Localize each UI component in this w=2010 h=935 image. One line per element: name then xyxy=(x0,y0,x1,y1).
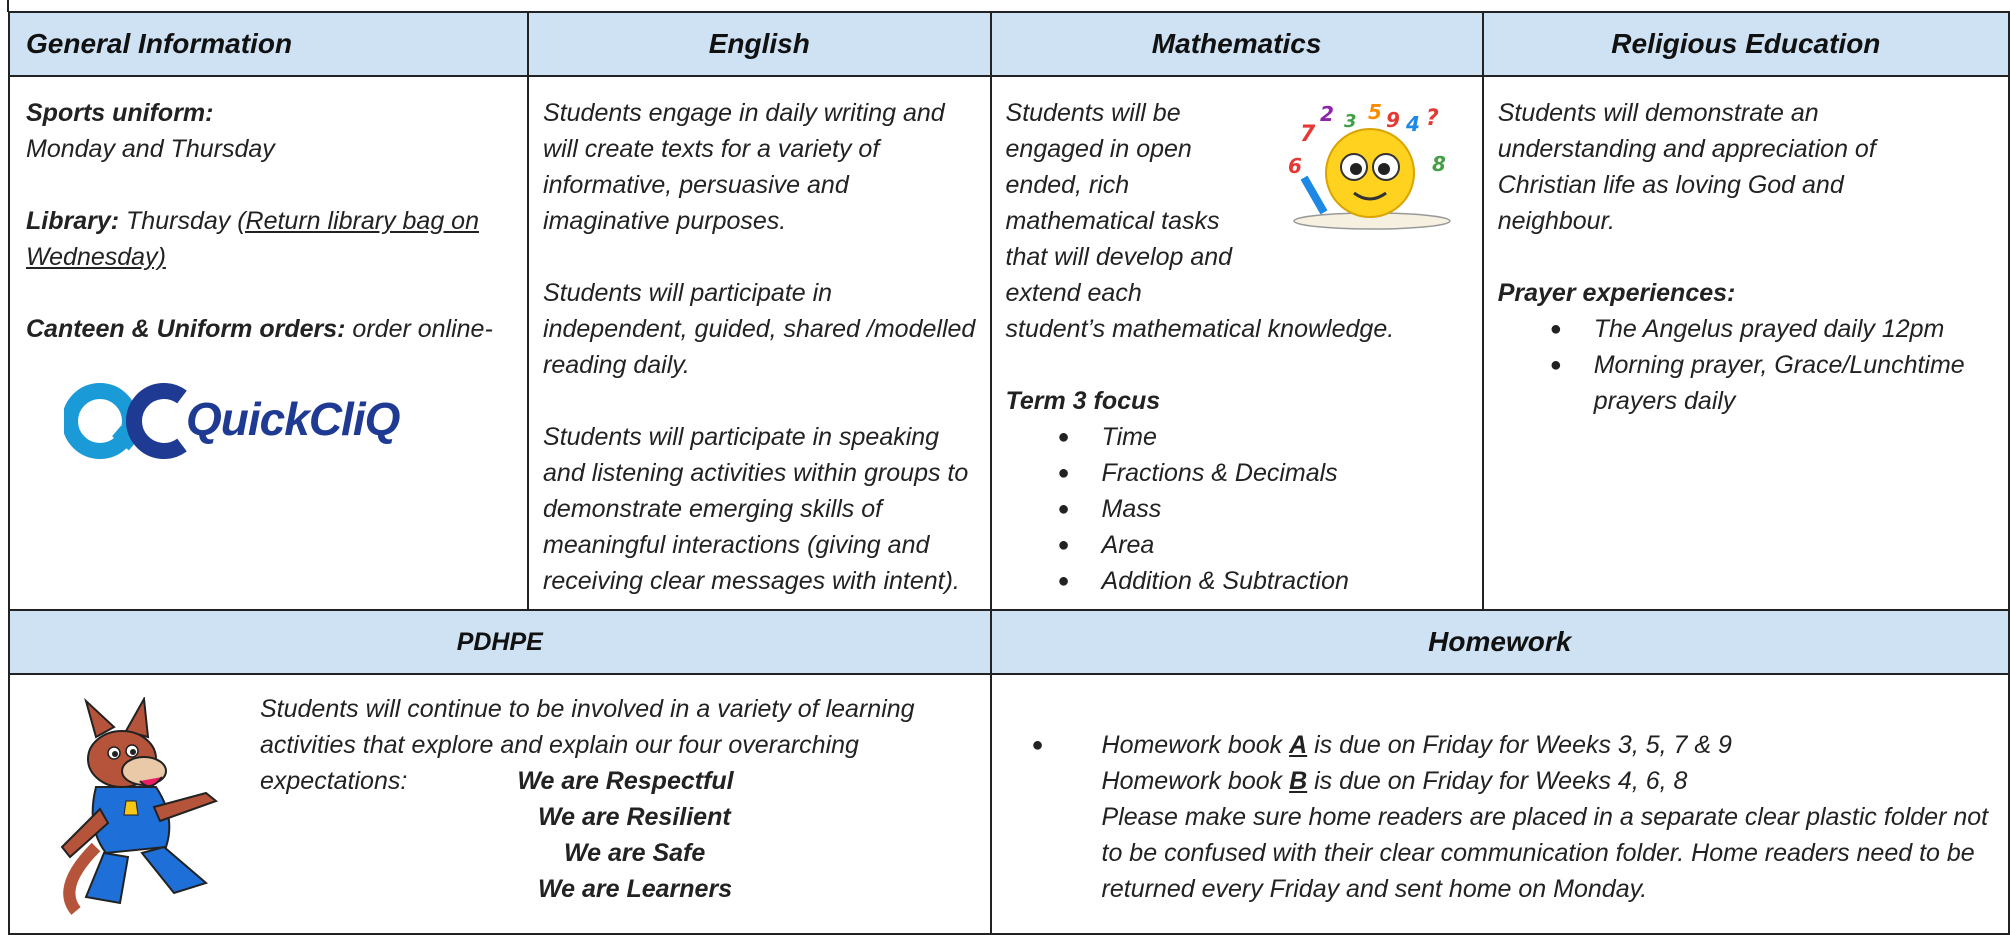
svg-text:4: 4 xyxy=(1405,112,1420,136)
expectation-safe: We are Safe xyxy=(564,839,706,867)
header-religious-education: Religious Education xyxy=(1481,11,2010,77)
header-general: General Information xyxy=(7,11,530,77)
prayer-item: Morning prayer, Grace/Lunchtime prayers … xyxy=(1498,347,2007,419)
header-pdhpe: PDHPE xyxy=(8,609,992,675)
svg-text:8: 8 xyxy=(1432,152,1446,176)
pdhpe-line-1: Students will continue to be involved in… xyxy=(260,695,915,723)
library-note: (Return library bag on Wednesday) xyxy=(26,207,479,271)
home-readers-note: Please make sure home readers are placed… xyxy=(1101,803,1989,903)
maths-line-3: ended, rich xyxy=(1005,171,1130,199)
svg-text:3: 3 xyxy=(1344,111,1357,132)
maths-line-5: that will develop and xyxy=(1005,243,1233,271)
homework-item: Homework book A is due on Friday for Wee… xyxy=(993,727,2004,907)
header-homework: Homework xyxy=(989,609,2010,675)
quickcliq-mark-icon xyxy=(62,383,187,459)
svg-text:5: 5 xyxy=(1368,101,1382,124)
focus-item: Addition & Subtraction xyxy=(1006,563,1466,599)
re-intro: Students will demonstrate an understandi… xyxy=(1497,99,1876,235)
expectation-learners: We are Learners xyxy=(538,875,733,903)
library-label: Library: xyxy=(26,207,120,235)
quickcliq-logo-text: QuickCliQ xyxy=(186,393,400,445)
focus-item: Area xyxy=(1006,527,1466,563)
expectation-respectful: We are Respectful xyxy=(517,767,734,795)
prayer-experiences-title: Prayer experiences: xyxy=(1497,279,1736,307)
homework-b-due: is due on Friday for Weeks 4, 6, 8 xyxy=(1307,767,1688,795)
canteen-label: Canteen & Uniform orders: xyxy=(26,315,346,343)
maths-line-1: Students will be xyxy=(1005,99,1181,127)
english-paragraph-reading: Students will participate in independent… xyxy=(543,279,976,379)
expectation-resilient: We are Resilient xyxy=(538,803,731,831)
pdhpe-line-3: expectations: xyxy=(260,767,408,795)
maths-line-2: engaged in open xyxy=(1005,135,1192,163)
maths-line-4: mathematical tasks xyxy=(1005,207,1220,235)
class-overview-table: General Information English Mathematics … xyxy=(7,11,2010,935)
prayer-list: The Angelus prayed daily 12pm Morning pr… xyxy=(1498,311,2007,419)
focus-item: Time xyxy=(1006,419,1466,455)
general-info-cell: Sports uniform: Monday and Thursday Libr… xyxy=(7,75,530,611)
term-focus-title: Term 3 focus xyxy=(1005,387,1161,415)
pdhpe-cell: Students will continue to be involved in… xyxy=(8,673,992,935)
header-english: English xyxy=(527,11,992,77)
header-maths: Mathematics xyxy=(989,11,1484,77)
homework-book-a: A xyxy=(1289,731,1308,759)
svg-text:?: ? xyxy=(1426,106,1439,131)
english-cell: Students engage in daily writing and wil… xyxy=(527,75,992,611)
homework-list: Homework book A is due on Friday for Wee… xyxy=(993,727,2004,907)
term-focus-list: Time Fractions & Decimals Mass Area Addi… xyxy=(1006,419,1466,599)
maths-line-6: extend each xyxy=(1005,279,1142,307)
maths-smiley-illustration: 7 2 3 5 9 4 ? 6 8 xyxy=(1288,101,1451,230)
religious-education-cell: Students will demonstrate an understandi… xyxy=(1481,75,2010,611)
homework-book-b: B xyxy=(1289,767,1308,795)
sports-uniform-days: Monday and Thursday xyxy=(26,135,275,163)
homework-a-due: is due on Friday for Weeks 3, 5, 7 & 9 xyxy=(1307,731,1732,759)
prayer-item: The Angelus prayed daily 12pm xyxy=(1498,311,2007,347)
pdhpe-line-2: activities that explore and explain our … xyxy=(260,731,859,759)
svg-text:9: 9 xyxy=(1386,108,1400,132)
page-frame-edge xyxy=(7,0,9,12)
homework-cell: Homework book A is due on Friday for Wee… xyxy=(989,673,2010,935)
maths-line-7: student’s mathematical knowledge. xyxy=(1005,315,1395,343)
maths-cell: Students will be engaged in open ended, … xyxy=(989,75,1484,611)
english-paragraph-writing: Students engage in daily writing and wil… xyxy=(543,99,945,235)
kangaroo-mascot-illustration xyxy=(60,697,219,915)
canteen-text: order online- xyxy=(345,315,493,343)
homework-a-prefix: Homework book xyxy=(1101,731,1290,759)
quickcliq-logo[interactable]: QuickCliQ xyxy=(62,383,404,459)
svg-text:6: 6 xyxy=(1288,154,1302,178)
library-day: Thursday xyxy=(119,207,238,235)
focus-item: Fractions & Decimals xyxy=(1006,455,1466,491)
svg-text:2: 2 xyxy=(1320,102,1334,126)
english-paragraph-speaking: Students will participate in speaking an… xyxy=(543,423,969,595)
homework-b-prefix: Homework book xyxy=(1101,767,1290,795)
svg-text:7: 7 xyxy=(1300,122,1316,147)
focus-item: Mass xyxy=(1006,491,1466,527)
sports-uniform-label: Sports uniform: xyxy=(26,99,214,127)
